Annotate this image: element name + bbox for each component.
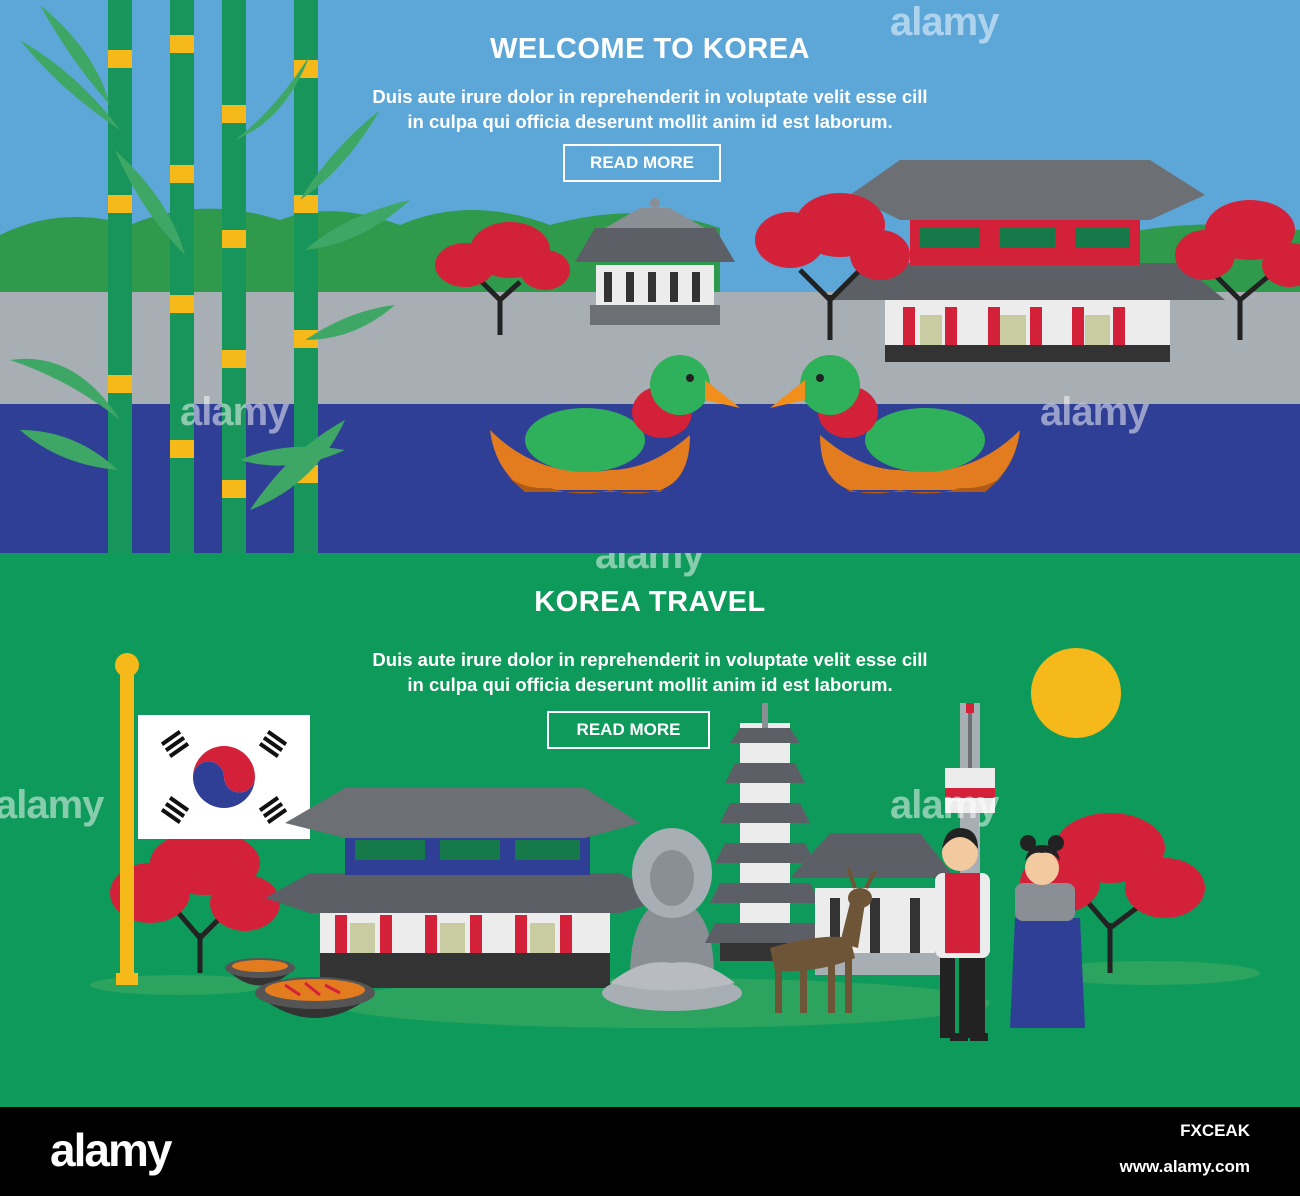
watermark: alamy: [1040, 390, 1149, 434]
watermark: alamy: [890, 783, 999, 827]
duck-right: [770, 355, 1020, 494]
woman-in-hanbok-illustration: [1010, 835, 1085, 1028]
korea-travel-banner: KOREA TRAVEL Duis aute irure dolor in re…: [0, 553, 1300, 1107]
read-more-button[interactable]: READ MORE: [547, 711, 710, 749]
red-tree-left: [110, 831, 280, 973]
palace-illustration: [830, 160, 1225, 362]
deer-illustration: [770, 867, 877, 1013]
red-tree-left: [435, 222, 570, 335]
site-url: www.alamy.com: [1119, 1157, 1250, 1176]
korea-landscape-illustration: [0, 0, 1300, 553]
palace-illustration: [265, 788, 670, 988]
watermark: alamy: [890, 0, 999, 44]
welcome-banner: WELCOME TO KOREA Duis aute irure dolor i…: [0, 0, 1300, 553]
watermark: alamy: [0, 783, 104, 827]
pavilion-illustration: [575, 198, 735, 325]
korea-flag-illustration: [115, 653, 310, 985]
watermark: alamy: [180, 390, 289, 434]
bamboo-illustration: [10, 0, 410, 553]
red-tree-right: [1175, 200, 1300, 340]
banner-description-line-1: Duis aute irure dolor in reprehenderit i…: [372, 86, 928, 107]
banner-description-line-1: Duis aute irure dolor in reprehenderit i…: [372, 649, 928, 670]
red-tree-middle: [755, 193, 910, 340]
read-more-button[interactable]: READ MORE: [563, 144, 721, 182]
watermark: alamy: [595, 553, 704, 577]
food-bowls-illustration: [225, 958, 375, 1018]
korea-travel-illustration: [90, 648, 1260, 1041]
pagoda-illustration: [705, 703, 825, 961]
banner-description-line-2: in culpa qui officia deserunt mollit ani…: [407, 111, 893, 132]
sun-illustration: [1031, 648, 1121, 738]
banner-title: WELCOME TO KOREA: [489, 33, 811, 65]
man-in-hanbok-illustration: [935, 828, 990, 1041]
duck-left: [490, 355, 740, 494]
alamy-logo: alamy: [50, 1124, 172, 1176]
stock-footer: alamy FXCEAK www.alamy.com: [0, 1107, 1300, 1196]
buddha-statue-illustration: [602, 828, 742, 1011]
banner-title: KOREA TRAVEL: [534, 586, 766, 618]
image-id: FXCEAK: [1180, 1121, 1250, 1140]
banner-description-line-2: in culpa qui officia deserunt mollit ani…: [407, 674, 893, 695]
